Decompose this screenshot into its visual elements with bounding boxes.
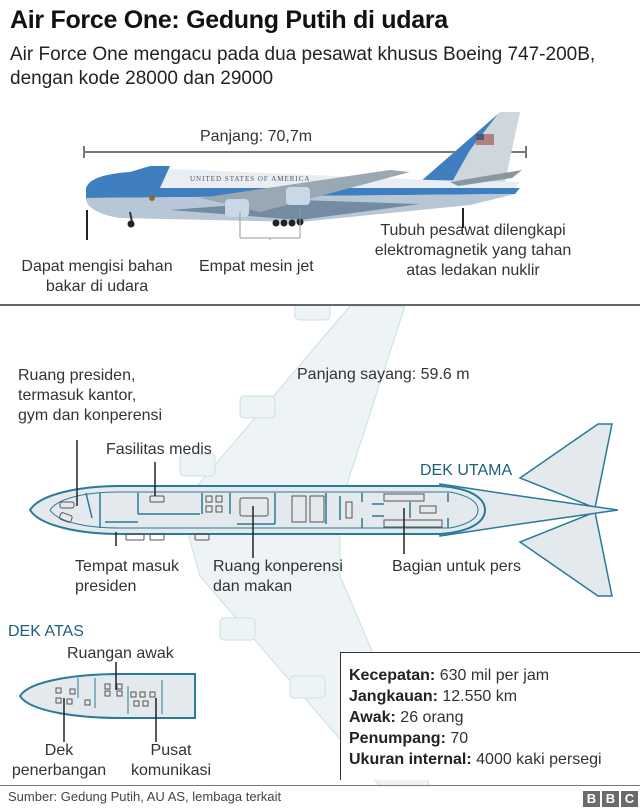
callout-emp-shield: Tubuh pesawat dilengkapi elektromagnetik…: [374, 222, 572, 279]
callout-engines: Empat mesin jet: [199, 258, 314, 275]
main-deck-label: DEK UTAMA: [420, 462, 513, 479]
upper-deck-label: DEK ATAS: [8, 623, 84, 640]
stat-passengers: Penumpang: 70: [349, 730, 469, 747]
callout-president-entry: Tempat masuk presiden: [75, 558, 180, 595]
callout-flight-deck: Dek penerbangan: [11, 742, 107, 779]
stats-box: Kecepatan: 630 mil per jam Jangkauan: 12…: [340, 652, 640, 780]
section-divider: [0, 304, 640, 306]
stat-internal-size: Ukuran internal: 4000 kaki persegi: [349, 751, 602, 768]
callout-crew-room: Ruangan awak: [67, 645, 174, 662]
callout-conference-dining: Ruang konperensi dan makan: [213, 558, 343, 595]
callout-comm-center: Pusat komunikasi: [130, 742, 212, 779]
stat-range: Jangkauan: 12.550 km: [349, 688, 518, 705]
stat-speed: Kecepatan: 630 mil per jam: [349, 667, 550, 684]
page-subtitle: Air Force One mengacu pada dua pesawat k…: [10, 44, 596, 89]
bbc-logo: B B C: [583, 791, 638, 807]
stat-crew: Awak: 26 orang: [349, 709, 464, 726]
length-label: Panjang: 70,7m: [200, 128, 313, 145]
source-text: Sumber: Gedung Putih, AU AS, lembaga ter…: [8, 789, 282, 804]
footer-divider: [0, 785, 640, 786]
page-title: Air Force One: Gedung Putih di udara: [10, 6, 448, 34]
plane-side-view: UNITED STATES OF AMERICA: [83, 112, 527, 240]
wingspan-label: Panjang sayang: 59.6 m: [297, 366, 470, 383]
callout-president-room: Ruang presiden, termasuk kantor, gym dan…: [18, 367, 163, 424]
svg-text:UNITED STATES OF AMERICA: UNITED STATES OF AMERICA: [190, 175, 310, 183]
callout-refuel: Dapat mengisi bahan bakar di udara: [21, 258, 173, 295]
callout-medical: Fasilitas medis: [106, 441, 212, 458]
callout-press-area: Bagian untuk pers: [392, 558, 521, 575]
